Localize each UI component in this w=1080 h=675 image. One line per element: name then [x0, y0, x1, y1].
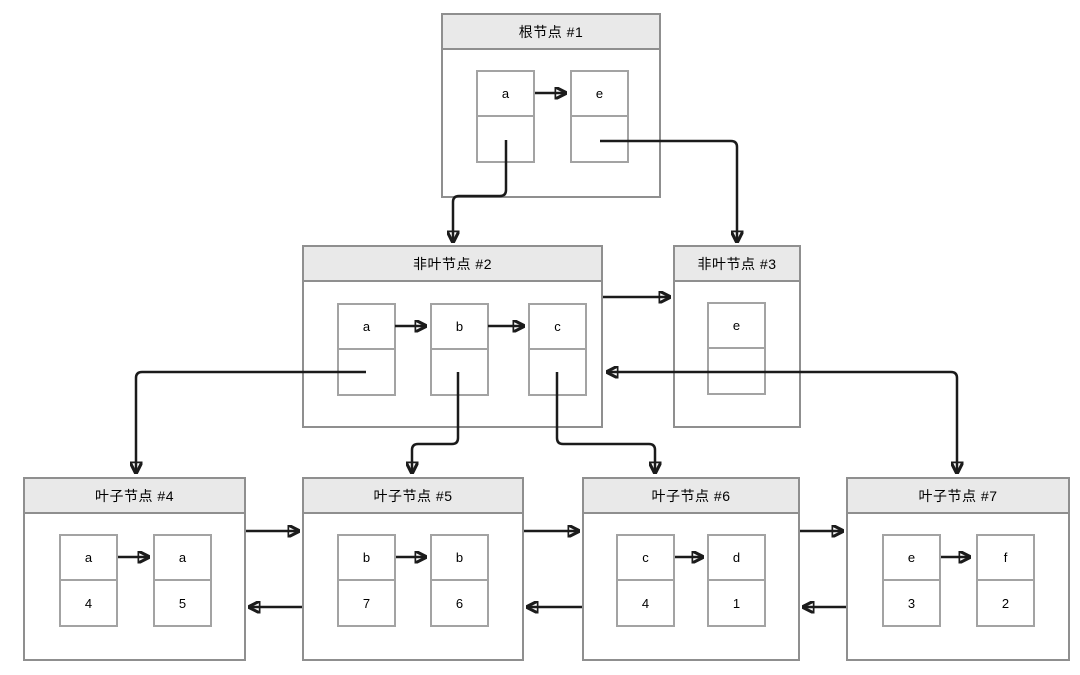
node-leaf-5: 叶子节点 #5 b 7 b 6	[302, 477, 524, 661]
node-leaf-7-title: 叶子节点 #7	[848, 479, 1068, 514]
node-root-1-title: 根节点 #1	[443, 15, 659, 50]
node-internal-3-title: 非叶节点 #3	[675, 247, 799, 282]
cell-key: a	[155, 536, 210, 581]
cell-key: b	[339, 536, 394, 581]
cell-key: e	[572, 72, 627, 117]
node-leaf-7-cell-1: e 3	[882, 534, 941, 627]
cell-key: e	[884, 536, 939, 581]
node-root-1-cell-a: a	[476, 70, 535, 163]
cell-pointer-slot	[432, 350, 487, 394]
node-leaf-4-cell-2: a 5	[153, 534, 212, 627]
node-internal-2-cell-a: a	[337, 303, 396, 396]
cell-pointer-slot	[709, 349, 764, 393]
node-leaf-6-cell-2: d 1	[707, 534, 766, 627]
node-leaf-7-cell-2: f 2	[976, 534, 1035, 627]
cell-key: f	[978, 536, 1033, 581]
cell-key: a	[339, 305, 394, 350]
cell-key: c	[530, 305, 585, 350]
cell-pointer-slot	[530, 350, 585, 394]
node-root-1-cell-e: e	[570, 70, 629, 163]
node-internal-2-cell-c: c	[528, 303, 587, 396]
node-internal-2-title: 非叶节点 #2	[304, 247, 601, 282]
node-leaf-6: 叶子节点 #6 c 4 d 1	[582, 477, 800, 661]
cell-pointer-slot	[572, 117, 627, 161]
node-leaf-4-title: 叶子节点 #4	[25, 479, 244, 514]
node-leaf-6-title: 叶子节点 #6	[584, 479, 798, 514]
node-root-1: 根节点 #1 a e	[441, 13, 661, 198]
node-internal-2-cell-b: b	[430, 303, 489, 396]
cell-value: 5	[178, 595, 187, 611]
node-leaf-5-cell-1: b 7	[337, 534, 396, 627]
cell-key: a	[61, 536, 116, 581]
cell-value: 4	[84, 595, 93, 611]
node-internal-3-cell-e: e	[707, 302, 766, 395]
cell-pointer-slot	[478, 117, 533, 161]
node-leaf-5-cell-2: b 6	[430, 534, 489, 627]
node-leaf-7: 叶子节点 #7 e 3 f 2	[846, 477, 1070, 661]
cell-key: b	[432, 536, 487, 581]
cell-value: 4	[641, 595, 650, 611]
node-leaf-6-cell-1: c 4	[616, 534, 675, 627]
cell-value: 3	[907, 595, 916, 611]
node-leaf-4-cell-1: a 4	[59, 534, 118, 627]
cell-value: 2	[1001, 595, 1010, 611]
cell-key: e	[709, 304, 764, 349]
cell-pointer-slot	[339, 350, 394, 394]
cell-key: c	[618, 536, 673, 581]
node-leaf-4: 叶子节点 #4 a 4 a 5	[23, 477, 246, 661]
node-leaf-5-title: 叶子节点 #5	[304, 479, 522, 514]
cell-key: d	[709, 536, 764, 581]
cell-value: 7	[362, 595, 371, 611]
cell-key: b	[432, 305, 487, 350]
cell-value: 1	[732, 595, 741, 611]
cell-value: 6	[455, 595, 464, 611]
node-internal-2: 非叶节点 #2 a b c	[302, 245, 603, 428]
node-internal-3: 非叶节点 #3 e	[673, 245, 801, 428]
cell-key: a	[478, 72, 533, 117]
